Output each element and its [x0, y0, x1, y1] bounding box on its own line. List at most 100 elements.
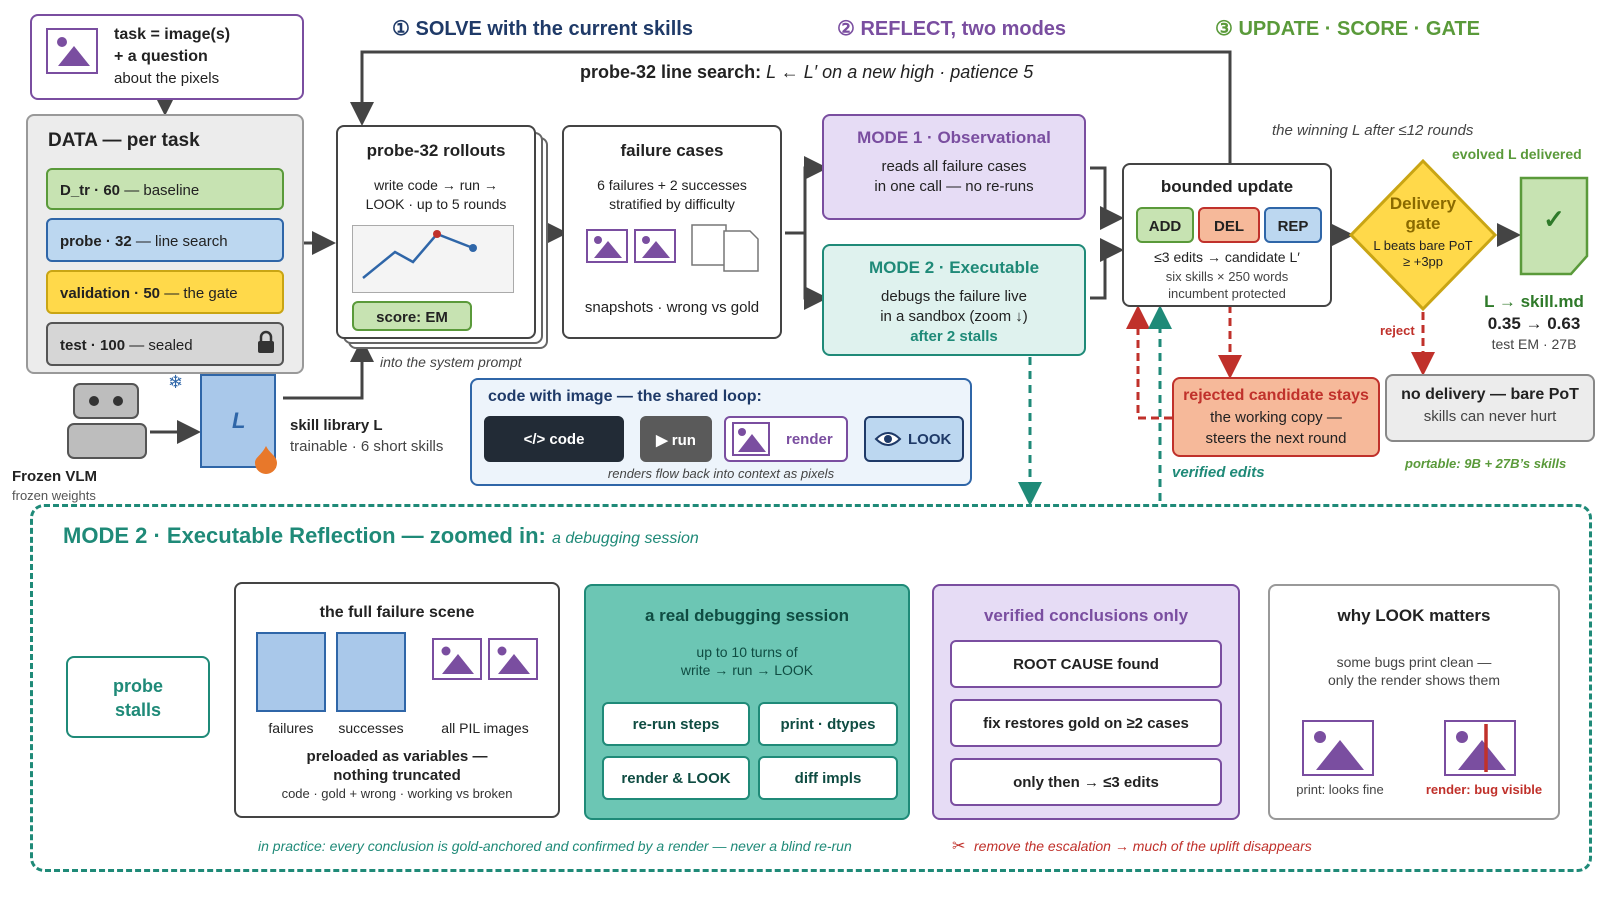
scissors-icon: ✂ [952, 838, 966, 855]
rejected-line2: steers the next round [1205, 430, 1347, 447]
rollouts-line1: write code → run → [374, 177, 498, 193]
loop-run-step: ▶ run [640, 416, 712, 462]
rejected-line1: the working copy — [1210, 409, 1342, 426]
session-line1: up to 10 turns of [696, 644, 798, 660]
skill-title: skill library L [290, 417, 383, 434]
snapshot-pages-icon [690, 223, 762, 278]
session-title: a real debugging session [644, 606, 850, 625]
failures-doc-icon [256, 632, 326, 712]
score-em-badge: score: EM [352, 301, 472, 331]
line-search-label: probe-32 line search: L ← L′ on a new hi… [580, 62, 1033, 83]
print-image-icon [1302, 720, 1374, 776]
scene-bold1: preloaded as variables — [306, 748, 488, 765]
rollouts-line2: LOOK · up to 5 rounds [365, 196, 507, 212]
shared-loop-panel: code with image — the shared loop: </> c… [470, 378, 972, 486]
update-line1: ≤3 edits → candidate L′ [1154, 249, 1300, 265]
mode2-line2: in a sandbox (zoom ↓) [880, 308, 1028, 325]
stalls-line1: probe [112, 676, 163, 696]
gate-line3: L beats bare PoT [1373, 238, 1473, 253]
print-caption: print: looks fine [1296, 782, 1384, 797]
vlm-subtitle: frozen weights [12, 488, 96, 503]
render-look-chip: render & LOOK [602, 756, 750, 800]
phase-solve-heading: ① SOLVE with the current skills [392, 18, 693, 40]
mode2-line1: debugs the failure live [881, 288, 1027, 305]
zoom-foot-left: in practice: every conclusion is gold-an… [258, 838, 852, 854]
update-title: bounded update [1160, 177, 1294, 196]
delivered-label: evolved L delivered [1452, 146, 1582, 162]
stalls-line2: stalls [114, 700, 162, 720]
line-search-bold: probe-32 line search: [580, 62, 762, 82]
split-dtr-desc: — baseline [120, 182, 200, 199]
pil-caption: all PIL images [441, 720, 529, 736]
vlm-title: Frozen VLM [12, 468, 97, 485]
rerun-steps-chip: re-run steps [602, 702, 750, 746]
delivered-title: L → skill.md [1484, 292, 1584, 311]
rerun-steps-label: re-run steps [632, 716, 720, 733]
del-label: DEL [1214, 218, 1244, 235]
phase-reflect-heading: ② REFLECT, two modes [837, 18, 1067, 40]
render-look-label: render & LOOK [621, 770, 731, 787]
loop-render-label: render [786, 431, 833, 448]
zoom-subtitle: a debugging session [551, 530, 699, 547]
lock-icon [258, 330, 274, 353]
portable-label: portable: 9B + 27B’s skills [1405, 456, 1567, 471]
no-delivery-sub: skills can never hurt [1423, 408, 1557, 425]
failures-line2: stratified by difficulty [609, 196, 735, 212]
failures-caption: failures [268, 720, 314, 736]
task-line3: about the pixels [114, 70, 220, 87]
gate-line2: gate [1405, 214, 1441, 233]
failure-image-icon [586, 229, 628, 263]
data-title: DATA — per task [48, 130, 200, 151]
task-line1: task = image(s) [114, 26, 231, 43]
skill-subtitle: trainable · 6 short skills [290, 438, 444, 455]
shared-loop-title: code with image — the shared loop: [488, 388, 762, 405]
split-dtr-name: D_tr · 60 [60, 182, 121, 199]
loop-code-step: </> code [484, 416, 624, 462]
successes-doc-icon [336, 632, 406, 712]
task-box: task = image(s) + a question about the p… [30, 14, 304, 100]
snowflake-icon: ❄ [168, 372, 184, 392]
mode1-title: MODE 1 · Observational [857, 128, 1051, 147]
mode2-box: MODE 2 · Executable debugs the failure l… [822, 244, 1086, 356]
robot-icon [64, 382, 154, 462]
split-probe-name: probe · 32 [60, 233, 132, 250]
print-dtypes-chip: print · dtypes [758, 702, 898, 746]
scene-title: the full failure scene [319, 604, 475, 621]
loop-look-label: LOOK [908, 431, 952, 448]
mode2-title: MODE 2 · Executable [868, 258, 1040, 277]
phase-update-heading: ③ UPDATE · SCORE · GATE [1215, 18, 1480, 40]
why-look-box: why LOOK matters some bugs print clean —… [1268, 584, 1560, 820]
add-edit-chip: ADD [1136, 207, 1194, 243]
mode2-line3: after 2 stalls [910, 328, 998, 345]
data-panel: DATA — per task D_tr · 60 — baseline pro… [26, 114, 304, 374]
loop-code-label: </> code [523, 431, 585, 448]
mode1-line2: in one call — no re-runs [874, 178, 1034, 195]
split-probe-desc: — line search [131, 233, 228, 250]
loop-run-label: ▶ run [656, 432, 696, 449]
verified-edits-label: verified edits [1172, 464, 1265, 481]
gate-line1: Delivery [1389, 194, 1457, 213]
render-caption: render: bug visible [1425, 782, 1543, 797]
verified-conclusions-box: verified conclusions only ROOT CAUSE fou… [932, 584, 1240, 820]
render-bug-image-icon [1444, 720, 1516, 776]
successes-caption: successes [338, 720, 404, 736]
pil-image-icon-2 [488, 638, 538, 680]
fix-restores-item: fix restores gold on ≥2 cases [950, 699, 1222, 747]
update-line3: incumbent protected [1168, 286, 1286, 301]
loop-look-step: LOOK [864, 416, 964, 462]
scene-foot: code · gold + wrong · working vs broken [281, 786, 513, 801]
why-line1: some bugs print clean — [1336, 654, 1492, 670]
split-test-desc: — sealed [125, 337, 193, 354]
reject-label: reject [1380, 323, 1415, 338]
failures-title: failure cases [620, 141, 724, 160]
checkmark-icon: ✓ [1543, 204, 1565, 234]
shared-loop-foot: renders flow back into context as pixels [607, 466, 835, 481]
split-probe: probe · 32 — line search [46, 218, 284, 262]
failure-scene-box: the full failure scene failures successe… [234, 582, 560, 818]
debugging-session-box: a real debugging session up to 10 turns … [584, 584, 910, 820]
split-test: test · 100 — sealed [46, 322, 284, 366]
scene-bold2: nothing truncated [333, 767, 461, 784]
update-line2: six skills × 250 words [1165, 269, 1289, 284]
failure-image-icon-2 [634, 229, 676, 263]
